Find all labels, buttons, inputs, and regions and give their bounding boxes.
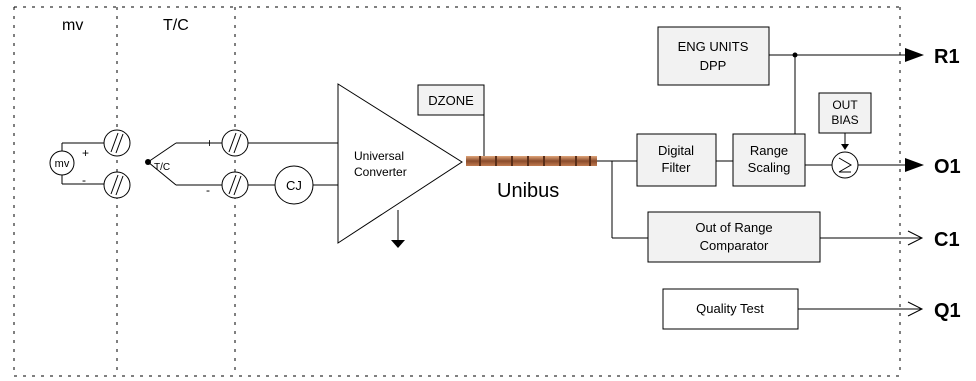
mv-circle-label: mv [55,158,70,170]
ground-arrow-icon [391,210,405,248]
mv-minus-label: - [82,173,86,187]
eng-units-label-line1: ENG UNITS [678,39,749,54]
converter-label-line1: Universal [354,149,404,163]
universal-converter: Universal Converter [337,83,463,244]
summing-junction-icon [831,151,859,179]
out-bias-block: OUT BIAS [818,92,872,134]
boundary-lines [13,6,901,377]
terminal-screw-icon [103,129,131,157]
dzone-label: DZONE [428,93,474,108]
output-r1-label: R1 [934,46,960,68]
digital-filter-label-line2: Filter [662,160,692,175]
tc-heading: T/C [163,17,189,34]
dzone-block: DZONE [417,84,485,156]
range-scaling-label-line1: Range [750,143,788,158]
quality-test-label: Quality Test [696,301,764,316]
out-of-range-label-line2: Comparator [700,238,769,253]
terminal-screw-icon [221,129,249,157]
mv-heading: mv [62,17,83,34]
output-o1-label: O1 [934,156,961,178]
range-scaling-label-line2: Scaling [748,160,791,175]
unibus-bar [466,156,597,166]
eng-units-label-line2: DPP [700,58,727,73]
digital-filter-label-line1: Digital [658,143,694,158]
range-scaling-block: Range Scaling [732,133,806,187]
terminal-screw-icon [221,171,249,199]
out-bias-label-line2: BIAS [831,113,858,127]
output-q1-label: Q1 [934,300,961,322]
converter-label-line2: Converter [354,165,407,179]
output-c1-label: C1 [934,229,960,251]
quality-test-block: Quality Test [662,288,799,330]
thermocouple-junction: T/C + - [145,136,222,197]
out-of-range-label-line1: Out of Range [695,220,772,235]
digital-filter-block: Digital Filter [636,133,717,187]
out-of-range-comparator-block: Out of Range Comparator [647,211,821,263]
tc-plus-label: + [206,136,213,150]
cj-label: CJ [286,178,302,193]
tc-node-label: T/C [154,162,170,173]
eng-units-block: ENG UNITS DPP [657,26,770,86]
unibus-label: Unibus [497,180,559,202]
terminal-screw-icon [103,171,131,199]
mv-source: mv + - [49,142,104,187]
out-bias-label-line1: OUT [832,98,858,112]
mv-plus-label: + [82,146,89,160]
cold-junction: CJ [274,165,314,205]
tc-minus-label: - [206,183,210,197]
